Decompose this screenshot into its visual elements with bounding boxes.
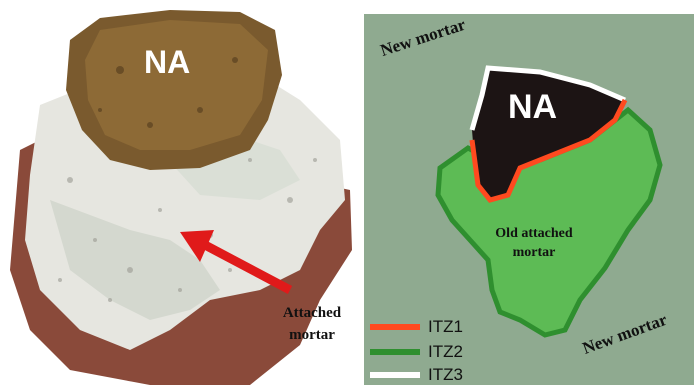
legend-swatch-itz1 — [370, 324, 420, 330]
attached-mortar-label: Attached mortar — [270, 302, 354, 346]
legend-swatch-itz2 — [370, 349, 420, 355]
legend-label-itz2: ITZ2 — [428, 342, 463, 362]
attached-mortar-line1: Attached — [270, 302, 354, 324]
old-mortar-line2: mortar — [474, 243, 594, 262]
legend-label-itz1: ITZ1 — [428, 317, 463, 337]
legend-item-itz3: ITZ3 — [370, 364, 463, 386]
old-mortar-line1: Old attached — [474, 224, 594, 243]
photo-na-label: NA — [144, 44, 190, 81]
diagram-na-label: NA — [508, 88, 557, 127]
legend-item-itz1: ITZ1 — [370, 316, 463, 338]
attached-mortar-line2: mortar — [270, 324, 354, 346]
legend-swatch-itz3 — [370, 372, 420, 378]
legend-label-itz3: ITZ3 — [428, 365, 463, 385]
legend-item-itz2: ITZ2 — [370, 341, 463, 363]
old-mortar-label: Old attached mortar — [474, 224, 594, 262]
